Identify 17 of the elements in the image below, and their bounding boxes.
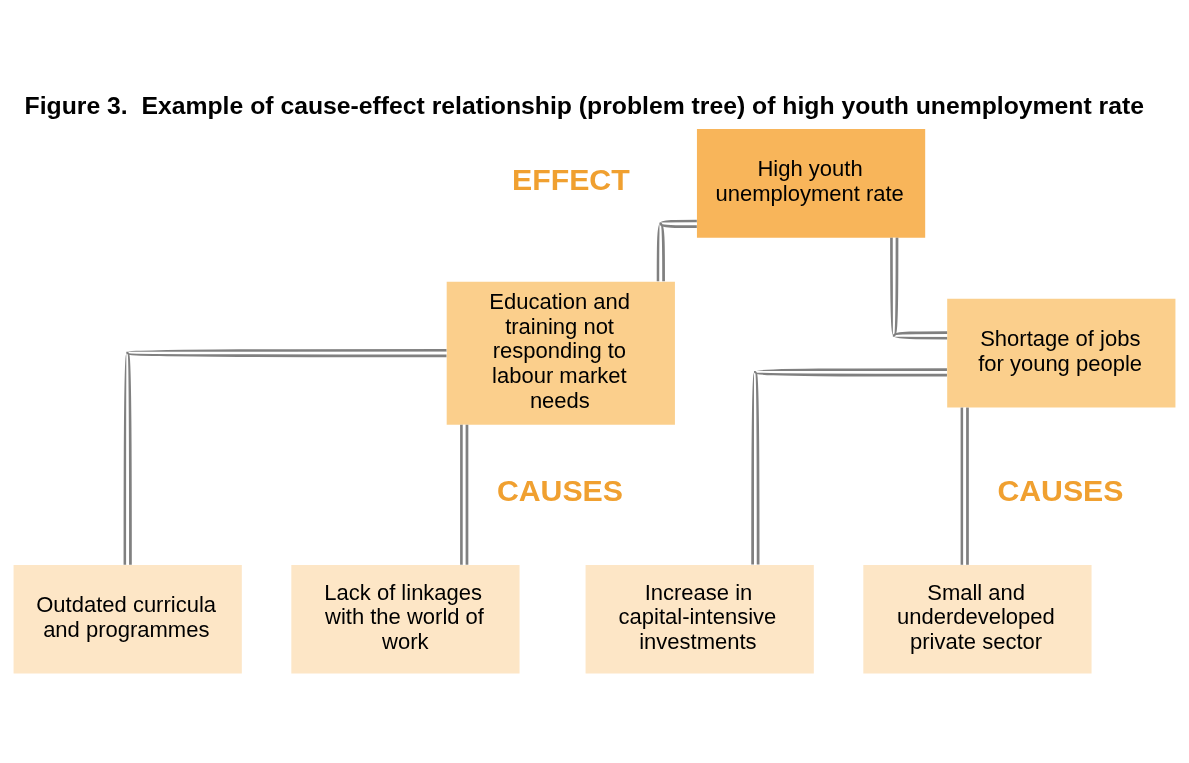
connector — [123, 348, 447, 565]
node-box: Outdated curricula and programmes — [13, 564, 242, 673]
label: CAUSES — [997, 473, 1124, 507]
node-box: Shortage of jobs for young people — [947, 298, 1176, 407]
connector — [890, 237, 948, 339]
node-box: High youth unemployment rate — [696, 128, 926, 238]
node-box: Education and training not responding to labour market needs — [446, 281, 675, 425]
label: CAUSES — [496, 473, 623, 507]
node-box: Lack of linkages with the world of work — [291, 564, 520, 673]
node-box: Small and underdeveloped private sector — [863, 564, 1092, 673]
connector — [751, 367, 947, 564]
node-box: Increase in capital-intensive investments — [585, 564, 814, 673]
label: EFFECT — [512, 162, 630, 196]
connector — [960, 407, 969, 565]
connector — [656, 219, 697, 281]
diagram-title: Figure 3. Example of cause-effect relationship (problem tree) of high youth unemployment rate — [24, 91, 1144, 119]
connector — [460, 424, 469, 565]
